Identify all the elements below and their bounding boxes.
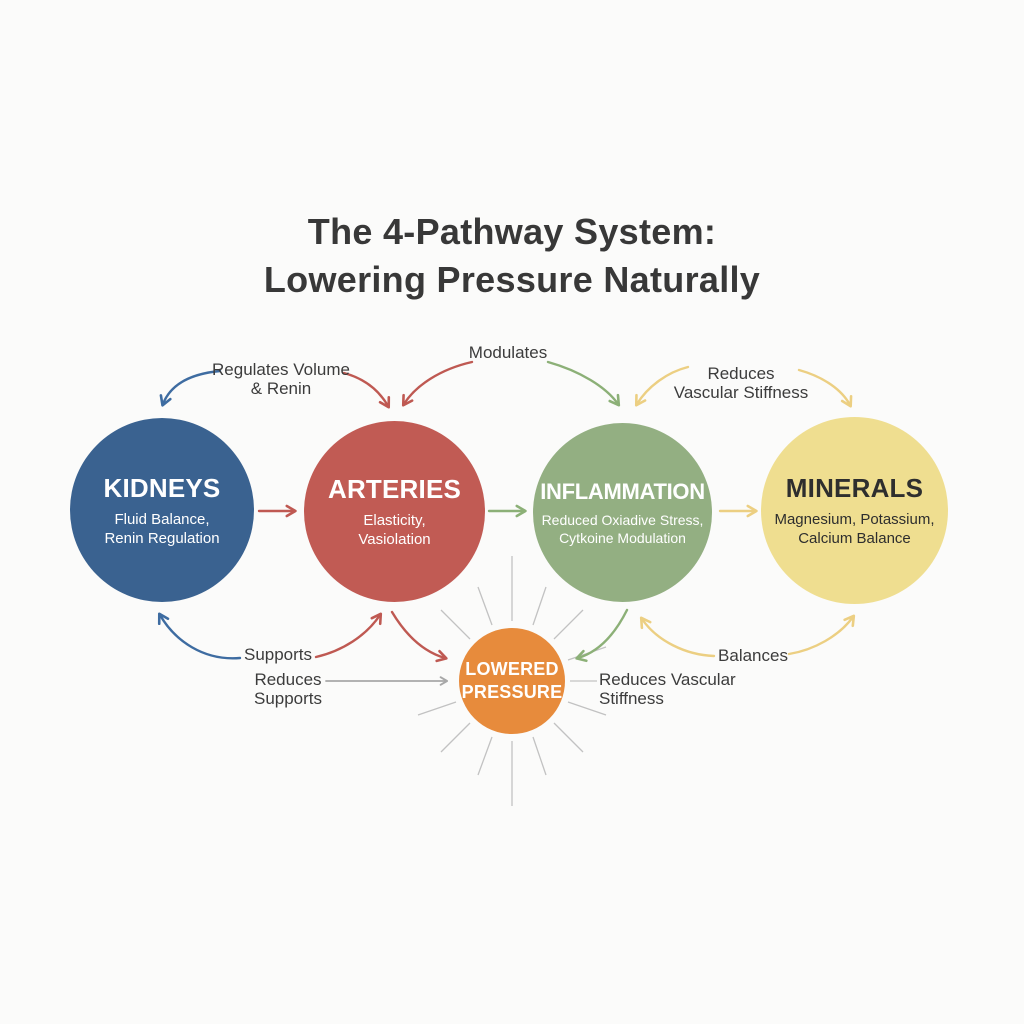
diagram-title: The 4-Pathway System: Lowering Pressure … — [263, 211, 761, 300]
edge-label-reduces-supports: Reduces Supports — [253, 670, 323, 708]
arrow-arteries-to-center — [390, 610, 448, 663]
edge-label-reduces-vascular-stiffness-bottom: Reduces Vascular Stiffness — [599, 670, 736, 708]
edge-label-reduces-vascular-stiffness-top: Reduces Vascular Stiffness — [673, 364, 809, 402]
edge-label-supports: Supports — [243, 645, 313, 664]
arrow-balances-to-minerals — [787, 614, 856, 656]
node-kidneys-subtitle: Fluid Balance, Renin Regulation — [104, 510, 220, 547]
arrow-stiffness-to-inflammation — [634, 365, 690, 407]
node-inflammation: INFLAMMATION Reduced Oxiadive Stress, Cy… — [533, 423, 712, 602]
arrow-inflammation-to-center — [575, 608, 629, 663]
node-arteries-subtitle: Elasticity, Vasiolation — [358, 512, 431, 548]
node-inflammation-subtitle: Reduced Oxiadive Stress, Cytkoine Modula… — [541, 511, 704, 546]
node-minerals-title: MINERALS — [785, 473, 924, 503]
edge-label-balances: Balances — [718, 646, 788, 665]
arrow-supports-to-arteries — [314, 612, 383, 659]
node-kidneys: KIDNEYS Fluid Balance, Renin Regulation — [70, 418, 254, 602]
node-minerals-subtitle: Magnesium, Potassium, Calcium Balance — [774, 511, 935, 547]
edge-label-regulates-volume-renin: Regulates Volume & Renin — [212, 360, 350, 398]
node-inflammation-title: INFLAMMATION — [540, 478, 705, 504]
node-arteries-title: ARTERIES — [327, 474, 462, 504]
arrow-regulates-to-kidneys — [159, 369, 222, 407]
edge-label-modulates: Modulates — [468, 343, 548, 362]
arrow-modulates-to-inflammation — [546, 360, 621, 407]
arrow-stiffness-to-minerals — [797, 368, 853, 408]
arrow-balances-to-inflammation — [639, 616, 716, 658]
node-lowered-pressure: LOWERED PRESSURE — [459, 628, 565, 734]
node-kidneys-title: KIDNEYS — [103, 472, 221, 503]
arrow-supports-to-kidneys — [157, 612, 242, 660]
sun-rays — [417, 556, 607, 806]
node-arteries: ARTERIES Elasticity, Vasiolation — [304, 421, 485, 602]
arrow-regulates-to-arteries — [342, 371, 391, 409]
node-lowered-pressure-title: LOWERED PRESSURE — [461, 659, 563, 702]
node-minerals: MINERALS Magnesium, Potassium, Calcium B… — [761, 417, 948, 604]
arrow-modulates-to-arteries — [401, 360, 474, 407]
